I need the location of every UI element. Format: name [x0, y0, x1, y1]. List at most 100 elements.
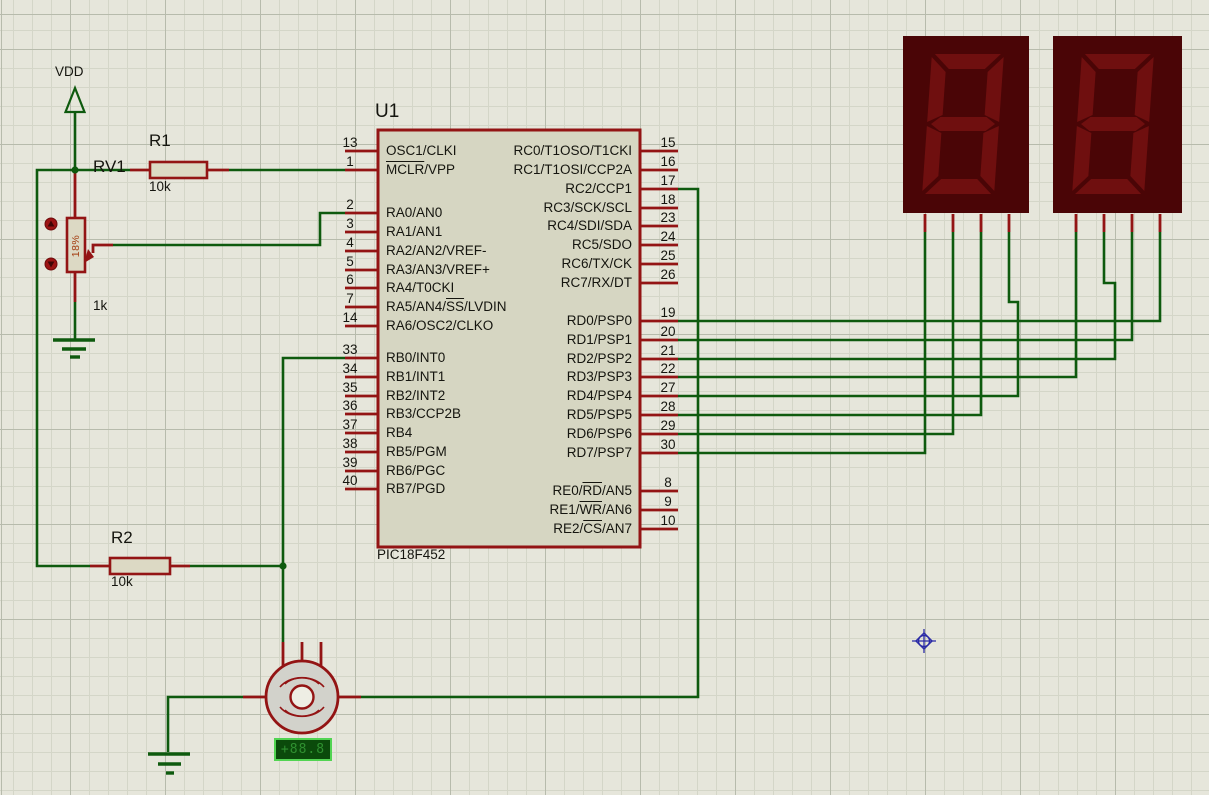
- vdd-power-symbol[interactable]: [63, 85, 87, 114]
- seven-seg-display-2-segment-b: [1134, 57, 1154, 122]
- dc-motor-shaft: [289, 684, 315, 710]
- seven-seg-display-1-segment-g: [931, 117, 995, 131]
- pin-label: MCLR/VPP: [386, 162, 455, 179]
- pin-number: 29: [660, 418, 676, 433]
- pin-label-text: SS: [446, 299, 465, 314]
- pin-label-text: RD4/PSP4: [566, 388, 632, 403]
- mcu-ref: U1: [375, 101, 400, 122]
- wire[interactable]: [678, 232, 1134, 342]
- pin-label: RC2/CCP1: [432, 181, 632, 198]
- pin-label-text: RB5/PGM: [386, 444, 447, 459]
- resistor-r2-value: 10k: [111, 574, 133, 589]
- pin-label: RC3/SCK/SCL: [432, 200, 632, 217]
- wire[interactable]: [361, 187, 700, 699]
- pin-label: RA1/AN1: [386, 224, 442, 241]
- origin-crosshair-icon: [917, 634, 931, 648]
- resistor-r1-body[interactable]: [148, 160, 209, 180]
- wire[interactable]: [678, 232, 1117, 361]
- pin-number: 18: [660, 192, 676, 207]
- pin-label: RC4/SDI/SDA: [432, 218, 632, 235]
- pin-label-text: RB2/INT2: [386, 388, 446, 403]
- seven-seg-display-1-segment-d: [925, 179, 992, 194]
- pin-label: RB2/INT2: [386, 388, 445, 405]
- pin-number: 33: [342, 342, 358, 357]
- pin-number: 39: [342, 455, 358, 470]
- seven-seg-display-1-segment-f: [927, 57, 946, 122]
- pin-number: 28: [660, 399, 676, 414]
- pin-number: 27: [660, 380, 676, 395]
- potentiometer-wiper-arrow-icon: [84, 249, 94, 263]
- pin-number: 38: [342, 436, 358, 451]
- pin-number: 21: [660, 343, 676, 358]
- pin-number: 36: [342, 398, 358, 413]
- pin-number: 24: [660, 229, 676, 244]
- pin-label: RA5/AN4/SS/LVDIN: [386, 299, 507, 316]
- wire[interactable]: [678, 232, 1078, 379]
- pin-number: 26: [660, 267, 676, 282]
- pin-label-text: /AN6: [601, 502, 632, 517]
- pin-label-text: RE2/: [553, 521, 584, 536]
- resistor-r2-body[interactable]: [108, 556, 172, 576]
- pin-label-text: RA3/AN3/VREF+: [386, 262, 490, 277]
- wire[interactable]: [113, 211, 345, 247]
- pin-number: 2: [346, 197, 354, 212]
- wire[interactable]: [678, 232, 983, 417]
- pin-number: 9: [664, 494, 672, 509]
- pin-label: RD0/PSP0: [432, 313, 632, 330]
- seven-seg-display-1-segment-b: [984, 57, 1004, 122]
- pin-label: RB0/INT0: [386, 350, 445, 367]
- pin-number: 14: [342, 310, 358, 325]
- pin-label: RC6/TX/CK: [432, 256, 632, 273]
- wire[interactable]: [678, 232, 1162, 323]
- pin-label-text: RD5/PSP5: [566, 407, 632, 422]
- pin-label: RA6/OSC2/CLKO: [386, 318, 493, 335]
- pin-label: RD7/PSP7: [432, 445, 632, 462]
- pin-label-text: RC1/T1OSI/CCP2A: [513, 162, 632, 177]
- seven-seg-display-2-segment-e: [1072, 126, 1092, 191]
- potentiometer-body[interactable]: [65, 216, 87, 274]
- dc-motor-winding-arc: [284, 677, 320, 685]
- potentiometer-ref: RV1: [93, 157, 126, 176]
- pin-number: 6: [346, 272, 354, 287]
- pin-label-text: /LVDIN: [464, 299, 507, 314]
- pin-label-text: RB3/CCP2B: [386, 406, 462, 421]
- pin-label: RB6/PGC: [386, 463, 445, 480]
- pin-label: RC0/T1OSO/T1CKI: [432, 143, 632, 160]
- pin-label: RC5/SDO: [432, 237, 632, 254]
- pin-number: 8: [664, 475, 672, 490]
- wire[interactable]: [678, 232, 927, 455]
- pin-label: RE2/CS/AN7: [432, 521, 632, 538]
- wire[interactable]: [35, 168, 90, 568]
- pin-label-text: RC2/CCP1: [565, 181, 632, 196]
- pin-label-text: RD2/PSP2: [566, 351, 632, 366]
- pin-number: 15: [660, 135, 676, 150]
- mcu-part-number: PIC18F452: [377, 547, 446, 562]
- potentiometer-percent: 18%: [70, 234, 82, 258]
- pin-label-text: RD6/PSP6: [566, 426, 632, 441]
- pin-label: RD5/PSP5: [432, 407, 632, 424]
- potentiometer-value: 1k: [93, 298, 108, 313]
- pin-label-text: RD3/PSP3: [566, 369, 632, 384]
- pin-label-text: RA1/AN1: [386, 224, 443, 239]
- wire[interactable]: [678, 232, 955, 436]
- seven-seg-display-2-segment-a: [1084, 54, 1151, 69]
- wire[interactable]: [281, 356, 345, 566]
- wire[interactable]: [678, 232, 1020, 398]
- pin-label-text: WR: [579, 502, 602, 517]
- pin-label-text: RB7/PGD: [386, 481, 446, 496]
- pin-label: RD2/PSP2: [432, 351, 632, 368]
- pin-number: 23: [660, 210, 676, 225]
- dc-motor-winding-arc: [284, 709, 320, 717]
- pin-number: 19: [660, 305, 676, 320]
- pin-label-text: RD7/PSP7: [566, 445, 632, 460]
- pin-label: RA3/AN3/VREF+: [386, 262, 490, 279]
- pin-label: RB4: [386, 425, 412, 442]
- pin-number: 13: [342, 135, 358, 150]
- pin-number: 35: [342, 380, 358, 395]
- wire[interactable]: [166, 695, 243, 752]
- seven-seg-display-1-segment-a: [934, 54, 1001, 69]
- mcu-body[interactable]: [376, 128, 642, 549]
- pin-label-text: RB4: [386, 425, 413, 440]
